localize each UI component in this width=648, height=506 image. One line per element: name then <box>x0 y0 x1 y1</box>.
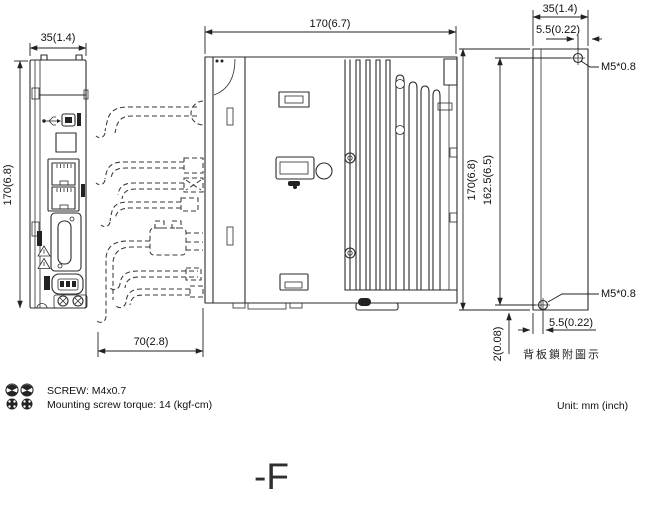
port-label <box>81 184 85 197</box>
usb-icon <box>42 116 61 126</box>
front-bottom-screws <box>36 294 88 309</box>
plate-height-label: 170(6.8) <box>466 160 478 201</box>
dim-plate-pitch: 162.5(6.5) <box>482 57 571 306</box>
plate-width-label: 35(1.4) <box>543 3 578 15</box>
screw-head-icon <box>20 383 34 397</box>
dim-front-width: 35(1.4) <box>29 32 87 56</box>
power-connector <box>44 273 84 295</box>
backplate-screw-bottom <box>536 298 550 312</box>
warning-icons <box>37 245 51 269</box>
fin-hole <box>395 79 405 89</box>
port-label <box>37 231 42 246</box>
torque-spec-note: Mounting screw torque: 14 (kgf-cm) <box>47 399 212 411</box>
notes: SCREW: M4x0.7 Mounting screw torque: 14 … <box>5 383 628 412</box>
screw-bottom-label: M5*0.8 <box>601 288 636 300</box>
plate-bottom-offset-label: 5.5(0.22) <box>549 317 593 329</box>
side-tab <box>31 87 40 100</box>
dim-plate-bottom-offset: 5.5(0.22) <box>518 312 596 334</box>
side-tab <box>31 221 40 237</box>
front-view: 35(1.4) 170(6.8) <box>2 32 89 309</box>
screw-spec-note: SCREW: M4x0.7 <box>47 385 126 397</box>
cable-grommet <box>190 100 204 126</box>
cn1-connector <box>37 212 82 272</box>
cable-connector <box>183 157 204 174</box>
foot <box>355 302 399 311</box>
knurled-nut-icon <box>6 398 18 410</box>
side-view: 170(6.7) 70(2.8) <box>97 18 458 357</box>
dim-plate-top-offset: 5.5(0.22) <box>536 24 602 51</box>
bottom-tab <box>247 302 287 310</box>
dim-side-width: 170(6.7) <box>204 18 457 54</box>
mini-usb-port <box>61 113 76 127</box>
battery-slot <box>55 132 77 153</box>
latch <box>226 107 234 126</box>
top-vent <box>278 91 310 108</box>
dim-front-height: 170(6.8) <box>2 60 28 309</box>
model-suffix: -F <box>254 456 289 497</box>
label-screw-bottom: M5*0.8 <box>547 288 636 303</box>
cable-connector <box>185 267 202 281</box>
knurled-nut-icon <box>21 398 33 410</box>
rj45-ports <box>47 158 85 212</box>
backplate-body <box>532 48 589 311</box>
dim-plate-edge: 2(0.08) <box>492 312 512 362</box>
dim-plate-height: 170(6.8) <box>459 48 530 311</box>
backplate-view: 35(1.4) 5.5(0.22) M5*0.8 170(6.8) 162.5(… <box>459 3 636 361</box>
cable-clearance-label: 70(2.8) <box>134 336 169 348</box>
dim-cable-clearance: 70(2.8) <box>97 308 204 357</box>
port-label <box>44 276 50 290</box>
side-body <box>204 56 458 304</box>
bottom-tab <box>232 302 246 309</box>
latch <box>226 226 234 246</box>
cable-connector <box>183 177 204 193</box>
cable-connector <box>189 285 204 298</box>
port-label <box>77 113 81 126</box>
unit-note: Unit: mm (inch) <box>557 400 628 412</box>
heat-sink <box>344 58 458 311</box>
screw-top-label: M5*0.8 <box>601 61 636 73</box>
backplate-screw-top <box>571 51 585 65</box>
plate-edge-label: 2(0.08) <box>492 327 504 362</box>
plate-top-offset-label: 5.5(0.22) <box>536 24 580 36</box>
bottom-vent <box>279 273 309 291</box>
front-height-label: 170(6.8) <box>2 165 14 206</box>
plate-pitch-label: 162.5(6.5) <box>482 155 494 205</box>
bottom-tab <box>289 302 303 309</box>
dim-plate-width: 35(1.4) <box>532 3 589 46</box>
panel-curve <box>213 58 236 96</box>
nameplate-window <box>275 156 333 189</box>
dsub-connector <box>149 227 187 256</box>
fin-hole <box>395 125 405 135</box>
cable-connector <box>180 197 199 212</box>
front-width-label: 35(1.4) <box>41 32 76 44</box>
rear-block <box>443 58 458 86</box>
screw-head-icon <box>5 383 19 397</box>
label-screw-top: M5*0.8 <box>580 60 636 73</box>
backplate-caption: 背板鎖附圖示 <box>523 347 601 361</box>
side-width-label: 170(6.7) <box>310 18 351 30</box>
cable-harness <box>95 100 204 323</box>
